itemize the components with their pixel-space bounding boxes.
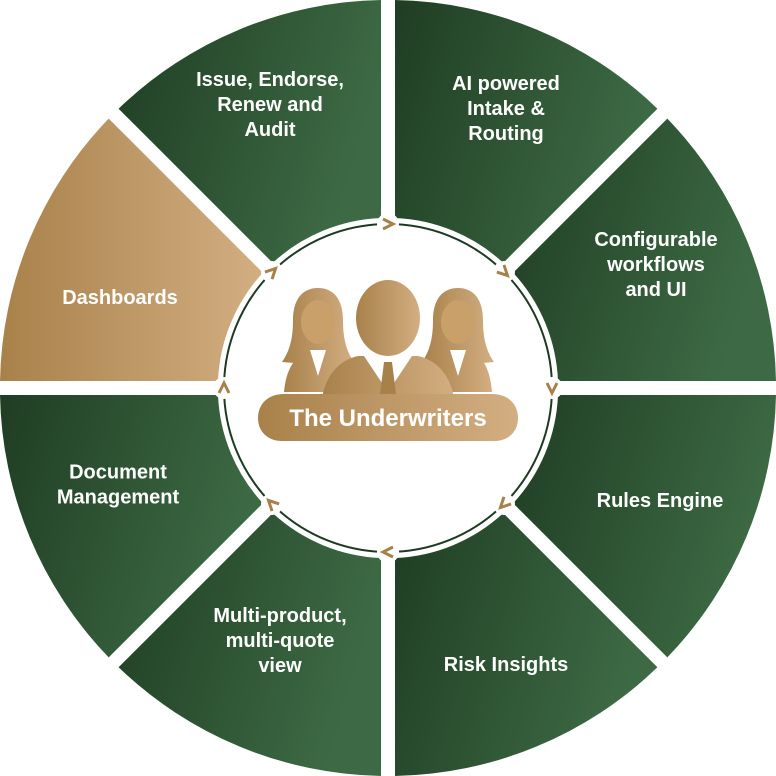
segment-label-rules-engine: Rules Engine bbox=[597, 490, 724, 512]
ring-marker bbox=[213, 377, 235, 399]
ring-arrow-icon bbox=[498, 496, 512, 510]
ring-arrow-icon bbox=[496, 264, 510, 278]
segment-shape-configurable-workflows bbox=[513, 118, 776, 381]
ring-arrow-icon bbox=[379, 545, 394, 559]
segment-label-line: and UI bbox=[625, 279, 686, 301]
underwriters-team-icon bbox=[258, 280, 518, 441]
segment-shape-multi-product bbox=[118, 513, 381, 776]
ring-marker bbox=[541, 377, 563, 399]
segment-label-risk-insights: Risk Insights bbox=[444, 654, 568, 676]
segment-dashboards: Dashboards bbox=[0, 118, 263, 381]
segment-shape-ai-intake bbox=[395, 0, 658, 263]
center-title-banner bbox=[258, 394, 518, 441]
ring-arrow-icon bbox=[382, 217, 397, 231]
segment-label-line: Intake & bbox=[467, 98, 545, 120]
segment-label-line: Rules Engine bbox=[597, 490, 724, 512]
segment-shape-rules-engine bbox=[513, 395, 776, 658]
ring-marker bbox=[492, 261, 515, 284]
ring-marker bbox=[492, 492, 515, 515]
segment-label-line: view bbox=[258, 655, 302, 677]
ring-arrow-icon bbox=[545, 382, 559, 397]
ring-arrow-icon bbox=[217, 379, 231, 394]
segment-label-line: Multi-product, bbox=[213, 605, 346, 627]
segment-label-multi-product: Multi-product, multi-quote view bbox=[213, 605, 346, 677]
segment-shape-dashboards bbox=[0, 118, 263, 381]
segment-label-line: AI powered bbox=[452, 73, 560, 95]
segment-label-line: Audit bbox=[244, 119, 295, 141]
ring-arrow-icon bbox=[266, 498, 280, 512]
ring-marker bbox=[377, 213, 399, 235]
segment-label-dashboards: Dashboards bbox=[62, 287, 178, 309]
center-title: The Underwriters bbox=[289, 405, 486, 432]
segment-rules-engine: Rules Engine bbox=[513, 395, 776, 658]
ring-marker bbox=[377, 541, 399, 563]
segment-risk-insights: Risk Insights bbox=[395, 513, 658, 776]
segment-label-line: Issue, Endorse, bbox=[196, 69, 344, 91]
segment-label-configurable-workflows: Configurable workflows and UI bbox=[594, 229, 717, 301]
segment-label-line: Risk Insights bbox=[444, 654, 568, 676]
segment-label-line: Renew and bbox=[217, 94, 323, 116]
segment-label-line: multi-quote bbox=[226, 630, 335, 652]
segment-configurable-workflows: Configurable workflows and UI bbox=[513, 118, 776, 381]
segment-shape-issue-endorse bbox=[118, 0, 381, 263]
segment-label-line: Document bbox=[69, 462, 167, 484]
segment-label-line: Dashboards bbox=[62, 287, 178, 309]
ring-arrow-icon bbox=[264, 266, 278, 280]
segment-label-line: workflows bbox=[606, 254, 705, 276]
person-center-icon bbox=[322, 280, 454, 402]
person-right-icon bbox=[422, 288, 494, 392]
segment-shape-risk-insights bbox=[395, 513, 658, 776]
ring-marker bbox=[261, 261, 284, 284]
segment-label-line: Routing bbox=[468, 123, 544, 145]
segment-label-line: Configurable bbox=[594, 229, 717, 251]
ring-marker bbox=[261, 492, 284, 515]
segment-shape-document-management bbox=[0, 395, 263, 658]
segment-multi-product: Multi-product, multi-quote view bbox=[118, 513, 381, 776]
segment-label-line: Management bbox=[57, 487, 180, 509]
